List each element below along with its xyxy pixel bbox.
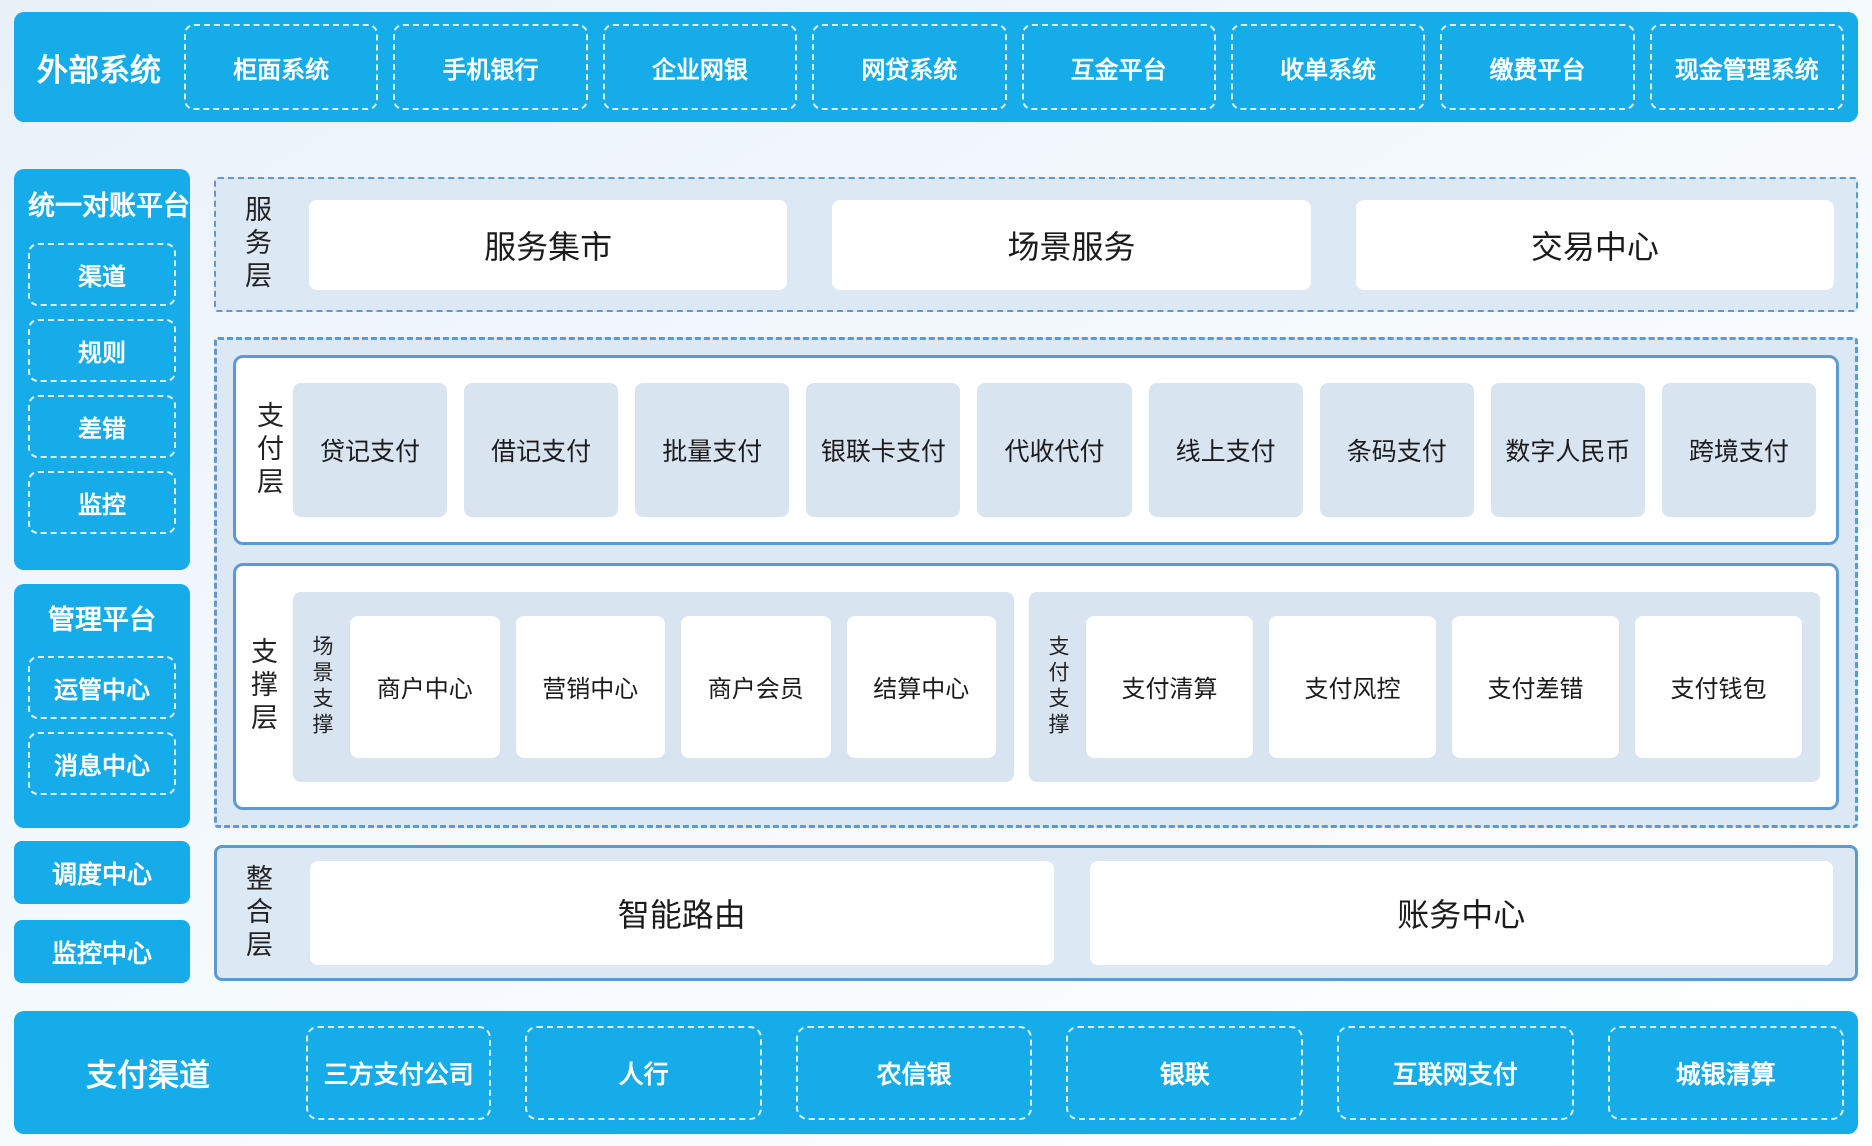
scene-support-label: 场景支撑 <box>310 634 333 739</box>
payment-support-label: 支付支撑 <box>1046 634 1070 739</box>
payment-item: 贷记支付 <box>293 383 448 517</box>
external-systems-bar: 外部系统 柜面系统 手机银行 企业网银 网贷系统 互金平台 收单系统 缴费平台 … <box>14 12 1858 122</box>
external-system-item: 柜面系统 <box>184 24 379 110</box>
payment-support-group: 支付支撑 支付清算 支付风控 支付差错 支付钱包 <box>1029 591 1820 782</box>
external-system-item: 手机银行 <box>393 24 588 110</box>
reconciliation-item: 监控 <box>28 471 176 534</box>
payment-channel-item: 农信银 <box>795 1025 1033 1120</box>
integration-item: 账务中心 <box>1089 861 1833 965</box>
integration-layer-label: 整合层 <box>242 863 272 963</box>
payment-item: 借记支付 <box>464 383 619 517</box>
service-layer-list: 服务集市 场景服务 交易中心 <box>309 199 1834 290</box>
scene-support-group: 场景支撑 商户中心 营销中心 商户会员 结算中心 <box>293 591 1015 782</box>
payment-support-item: 支付清算 <box>1086 615 1254 758</box>
integration-item: 智能路由 <box>310 861 1054 965</box>
external-system-item: 缴费平台 <box>1440 24 1635 110</box>
payment-channel-item: 城银清算 <box>1607 1025 1845 1120</box>
payment-support-item: 支付差错 <box>1452 615 1619 758</box>
support-layer-panel: 支撑层 场景支撑 商户中心 营销中心 商户会员 <box>233 563 1839 810</box>
scene-support-item: 商户中心 <box>350 615 500 758</box>
payment-item: 跨境支付 <box>1661 383 1816 517</box>
payment-item: 银联卡支付 <box>806 383 961 517</box>
service-item: 交易中心 <box>1355 199 1834 290</box>
service-item: 服务集市 <box>309 199 788 290</box>
dispatch-center-block: 调度中心 <box>14 841 190 904</box>
support-groups: 场景支撑 商户中心 营销中心 商户会员 结算中心 <box>293 591 1820 782</box>
service-layer-label: 服务层 <box>241 195 271 294</box>
reconciliation-items-list: 渠道 规则 差错 监控 <box>28 243 176 534</box>
middle-region: 统一对账平台 渠道 规则 差错 监控 管理平台 <box>14 146 1858 984</box>
external-system-item: 网贷系统 <box>812 24 1007 110</box>
management-item: 消息中心 <box>28 732 176 795</box>
reconciliation-item: 渠道 <box>28 243 176 306</box>
payment-support-item: 支付风控 <box>1269 615 1437 758</box>
payment-item: 代收代付 <box>977 383 1132 517</box>
reconciliation-platform-panel: 统一对账平台 渠道 规则 差错 监控 <box>14 169 190 570</box>
payment-channel-item: 人行 <box>525 1025 762 1120</box>
reconciliation-item: 差错 <box>28 395 176 458</box>
payment-item: 批量支付 <box>635 383 790 517</box>
payment-item: 线上支付 <box>1148 383 1303 517</box>
scene-support-item: 营销中心 <box>515 615 666 758</box>
reconciliation-platform-title: 统一对账平台 <box>28 191 190 221</box>
core-layers-container: 支付层 贷记支付 借记支付 批量支付 银联卡支付 代收代付 <box>214 337 1858 828</box>
payment-layer-label: 支付层 <box>253 400 283 500</box>
external-system-item: 企业网银 <box>602 24 798 110</box>
scene-support-item: 商户会员 <box>681 615 831 758</box>
management-platform-title: 管理平台 <box>48 605 156 635</box>
payment-support-list: 支付清算 支付风控 支付差错 支付钱包 <box>1086 615 1802 758</box>
payment-channel-item: 互联网支付 <box>1336 1025 1574 1120</box>
service-item: 场景服务 <box>832 199 1311 290</box>
support-layer-label: 支撑层 <box>247 637 277 736</box>
management-item: 运管中心 <box>28 656 176 719</box>
service-layer-panel: 服务层 服务集市 场景服务 交易中心 <box>214 177 1858 312</box>
monitor-center-block: 监控中心 <box>14 920 190 983</box>
payment-channels-label: 支付渠道 <box>86 1058 210 1093</box>
external-systems-list: 柜面系统 手机银行 企业网银 网贷系统 互金平台 收单系统 缴费平台 现金管理系… <box>184 24 1844 110</box>
management-items-list: 运管中心 消息中心 <box>28 656 176 795</box>
integration-layer-list: 智能路由 账务中心 <box>310 861 1833 965</box>
external-systems-label: 外部系统 <box>37 52 161 88</box>
payment-item: 数字人民币 <box>1490 383 1645 517</box>
payment-channel-item: 三方支付公司 <box>306 1025 492 1120</box>
scene-support-item: 结算中心 <box>846 615 997 758</box>
payment-channel-item: 银联 <box>1066 1025 1303 1120</box>
payment-channels-bar: 支付渠道 三方支付公司 人行 农信银 银联 互联网支付 城银清算 <box>14 1011 1858 1134</box>
scene-support-list: 商户中心 营销中心 商户会员 结算中心 <box>350 615 997 758</box>
integration-layer-panel: 整合层 智能路由 账务中心 <box>214 845 1858 981</box>
payment-support-item: 支付钱包 <box>1635 615 1802 758</box>
payment-layer-panel: 支付层 贷记支付 借记支付 批量支付 银联卡支付 代收代付 <box>233 355 1839 545</box>
reconciliation-item: 规则 <box>28 319 176 382</box>
external-system-item: 收单系统 <box>1230 24 1426 110</box>
left-column: 统一对账平台 渠道 规则 差错 监控 管理平台 <box>14 146 190 984</box>
external-system-item: 互金平台 <box>1021 24 1216 110</box>
external-system-item: 现金管理系统 <box>1649 24 1844 110</box>
management-platform-panel: 管理平台 运管中心 消息中心 <box>14 584 190 828</box>
payment-channels-list: 三方支付公司 人行 农信银 银联 互联网支付 城银清算 <box>306 1025 1845 1120</box>
payment-item: 条码支付 <box>1319 383 1474 517</box>
payment-layer-list: 贷记支付 借记支付 批量支付 银联卡支付 代收代付 线上支付 条码支付 <box>293 383 1816 517</box>
main-column: 服务层 服务集市 场景服务 交易中心 支付层 <box>214 146 1858 984</box>
